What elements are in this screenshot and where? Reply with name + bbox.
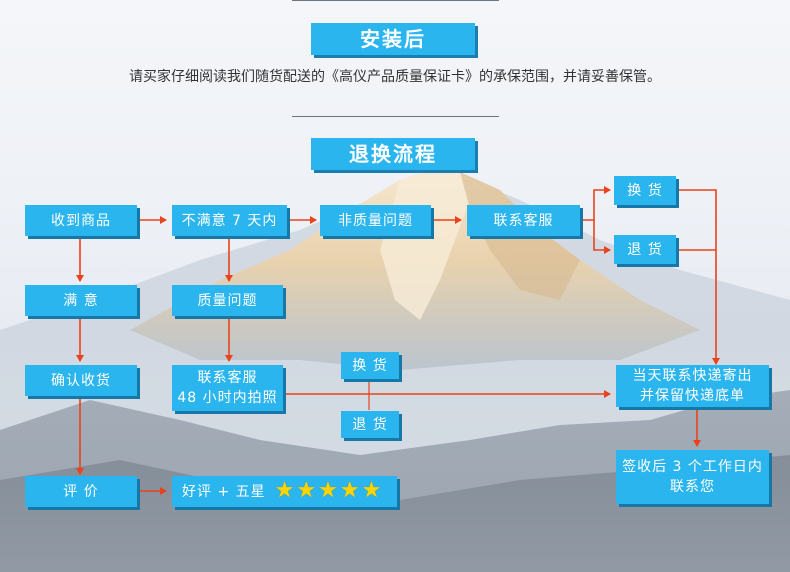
after-install-heading: 安装后: [311, 23, 475, 55]
satisfied-box: 满 意: [25, 285, 137, 316]
not-satisfied-box: 不满意 7 天内: [172, 205, 287, 236]
non-quality-issue-box: 非质量问题: [320, 205, 431, 236]
good-review-five-star-box: 好评 + 五星 ★★★★★: [172, 476, 397, 507]
return-box-2: 退 货: [341, 411, 399, 438]
contact-service-box-1: 联系客服: [467, 205, 580, 236]
return-box-1: 退 货: [614, 235, 676, 264]
sign-line-1: 签收后 3 个工作日内: [622, 457, 763, 477]
star-icon: ★: [296, 478, 317, 503]
five-star-rating: ★★★★★: [274, 480, 383, 503]
sign-line-2: 联系您: [622, 477, 763, 497]
star-icon: ★: [275, 478, 296, 503]
quality-issue-box: 质量问题: [172, 285, 283, 316]
exchange-box-2: 换 货: [341, 352, 399, 379]
photo-within-48h-label: 48 小时内拍照: [177, 388, 277, 408]
review-box: 评 价: [25, 476, 137, 507]
star-icon: ★: [318, 478, 339, 503]
ship-same-day-box: 当天联系快递寄出 并保留快递底单: [616, 365, 769, 407]
good-review-label: 好评 + 五星: [182, 482, 266, 502]
receive-goods-box: 收到商品: [25, 205, 137, 236]
star-icon: ★: [340, 478, 361, 503]
confirm-receipt-box: 确认收货: [25, 365, 137, 396]
ship-line-2: 并保留快递底单: [633, 386, 753, 406]
return-process-heading: 退换流程: [311, 138, 475, 170]
contact-service-photo-box: 联系客服 48 小时内拍照: [172, 365, 283, 411]
sign-contact-box: 签收后 3 个工作日内 联系您: [616, 450, 769, 504]
star-icon: ★: [362, 478, 383, 503]
ship-line-1: 当天联系快递寄出: [633, 366, 753, 386]
exchange-box-1: 换 货: [614, 176, 676, 205]
contact-service-label: 联系客服: [177, 368, 277, 388]
after-install-note: 请买家仔细阅读我们随货配送的《高仪产品质量保证卡》的承保范围，并请妥善保管。: [0, 66, 790, 86]
